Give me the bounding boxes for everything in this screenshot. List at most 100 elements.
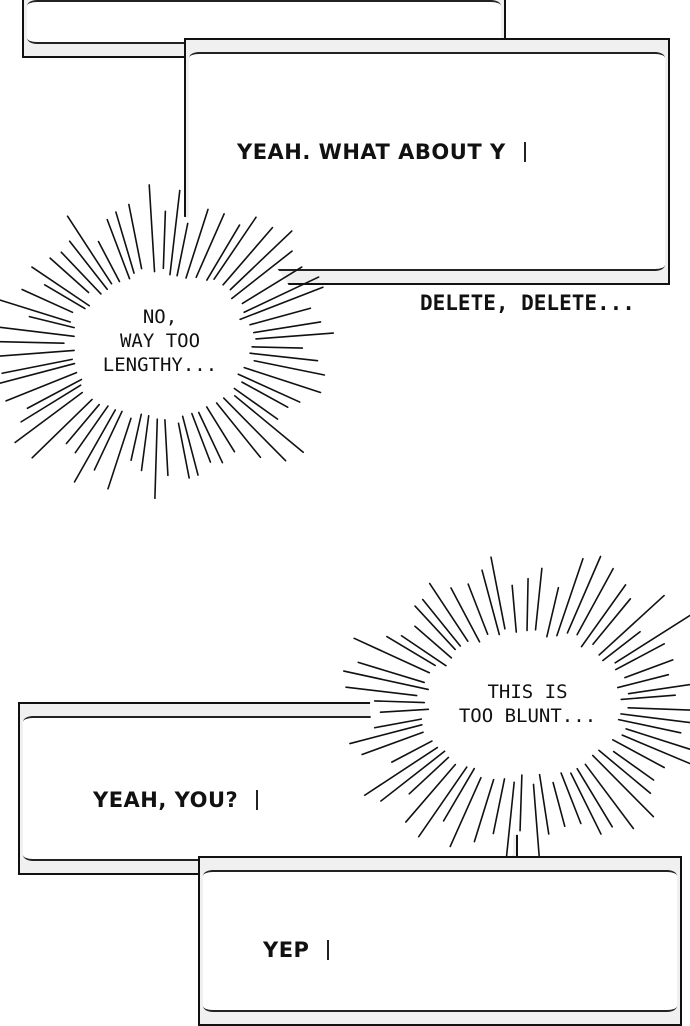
burst-line	[611, 739, 665, 769]
burst-line	[169, 189, 181, 276]
burst-line	[73, 409, 117, 483]
burst-line	[176, 222, 189, 277]
burst-line	[253, 359, 326, 376]
burst-line	[229, 230, 293, 291]
burst-line	[592, 598, 632, 646]
burst-line	[620, 713, 690, 724]
burst-line	[66, 215, 113, 285]
burst-line	[181, 415, 199, 476]
burst-line	[21, 288, 74, 314]
burst-line	[241, 266, 303, 305]
thought-burst-lengthy	[0, 184, 335, 500]
burst-line	[68, 240, 108, 291]
burst-line	[130, 413, 143, 462]
burst-line	[363, 746, 439, 797]
burst-line	[614, 643, 666, 671]
burst-line	[560, 772, 582, 825]
burst-line	[473, 778, 495, 843]
burst-line	[490, 556, 506, 630]
burst-line	[65, 403, 101, 445]
burst-line	[580, 584, 627, 648]
thought-burst-blunt	[343, 555, 690, 858]
burst-line	[620, 694, 676, 701]
burst-line	[49, 257, 90, 294]
burst-line	[205, 406, 236, 453]
burst-line	[519, 774, 523, 832]
message-box-what-about-you: YEAH. WHAT ABOUT Y	[184, 38, 670, 285]
text-cursor	[523, 142, 526, 162]
burst-line	[154, 418, 159, 500]
burst-line	[213, 216, 257, 281]
burst-line	[556, 557, 584, 637]
burst-line	[617, 718, 682, 734]
burst-line	[233, 387, 279, 420]
message-text: YEAH, YOU?	[93, 788, 239, 812]
message-box-inner: YEP	[203, 870, 677, 1012]
burst-line	[532, 783, 540, 858]
burst-line	[405, 763, 457, 823]
burst-line	[624, 659, 674, 679]
burst-line	[222, 397, 287, 462]
burst-line	[241, 381, 289, 409]
burst-line	[343, 670, 429, 691]
burst-line	[391, 740, 433, 763]
text-cursor	[327, 940, 330, 960]
burst-line	[255, 332, 335, 340]
burst-line	[576, 567, 614, 636]
burst-line	[162, 210, 167, 270]
burst-line	[97, 240, 121, 283]
burst-line	[43, 284, 86, 310]
burst-line	[614, 614, 690, 664]
message-text: YEAH. WHAT ABOUT Y	[237, 140, 506, 164]
burst-line	[386, 635, 436, 667]
burst-line	[197, 411, 224, 464]
burst-line	[185, 208, 209, 279]
burst-line	[546, 586, 560, 638]
burst-line	[0, 349, 75, 357]
burst-line	[0, 362, 76, 385]
burst-line	[492, 778, 506, 835]
burst-line	[14, 391, 84, 444]
burst-line	[428, 582, 469, 642]
burst-line	[627, 683, 690, 695]
burst-line	[107, 417, 132, 490]
burst-line	[442, 767, 476, 822]
burst-line	[106, 218, 131, 280]
burst-line	[1, 358, 73, 375]
burst-line	[60, 251, 102, 295]
burst-line	[164, 419, 169, 477]
burst-line	[345, 686, 418, 697]
burst-line	[249, 352, 319, 362]
narration-text: DELETE, DELETE...	[420, 291, 635, 315]
burst-line	[237, 373, 301, 403]
burst-line	[481, 569, 501, 636]
burst-line	[538, 773, 550, 835]
burst-line	[511, 584, 518, 633]
burst-line	[467, 583, 489, 636]
burst-line	[140, 415, 150, 472]
burst-line	[526, 577, 529, 632]
burst-line	[31, 266, 91, 307]
text-cursor	[256, 790, 259, 810]
message-box-inner	[27, 0, 501, 44]
burst-line	[361, 731, 424, 756]
burst-line	[252, 321, 322, 334]
burst-line	[0, 340, 65, 344]
burst-line	[230, 250, 293, 300]
message-box-inner: YEAH. WHAT ABOUT Y	[189, 52, 665, 271]
burst-line	[534, 567, 543, 631]
burst-line	[570, 772, 602, 835]
burst-line	[552, 781, 566, 828]
burst-line	[417, 766, 468, 838]
burst-line	[177, 422, 190, 479]
burst-line	[148, 184, 156, 273]
burst-line	[400, 634, 447, 667]
burst-line	[598, 594, 665, 656]
burst-line	[93, 410, 123, 471]
thought-text-lengthy: NO, WAY TOO LENGTHY...	[102, 306, 218, 376]
burst-line	[353, 637, 431, 674]
burst-line	[450, 587, 481, 643]
burst-line	[621, 734, 690, 765]
burst-line	[612, 750, 655, 781]
message-box-yep: YEP	[198, 856, 682, 1026]
